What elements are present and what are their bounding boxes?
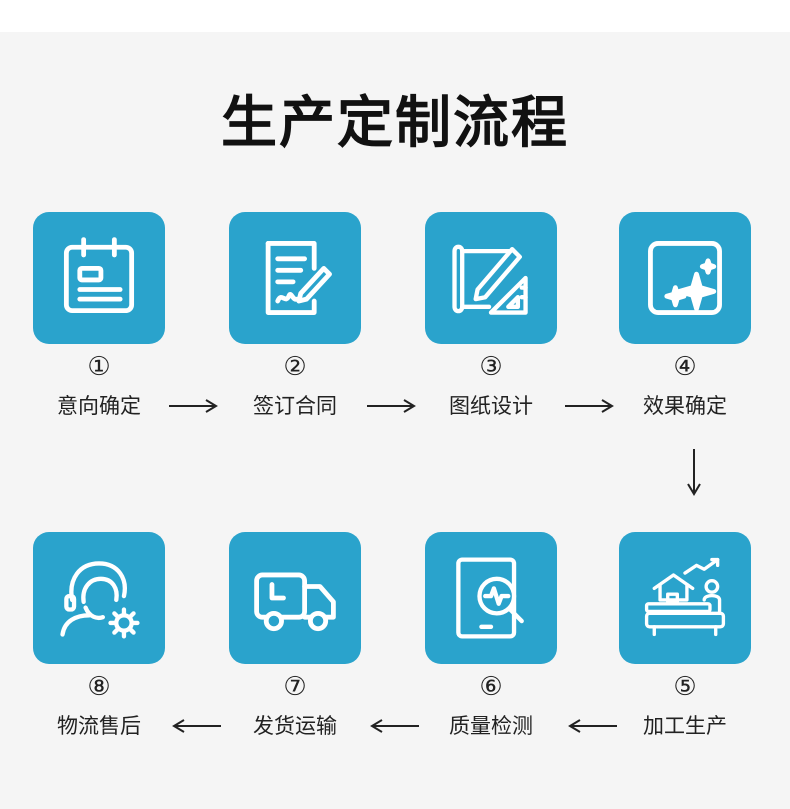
step-2-label: 签订合同 <box>253 394 337 418</box>
step-3-number: ③ <box>479 352 503 382</box>
step-2-tile <box>229 212 361 344</box>
calendar-document-icon <box>63 237 135 314</box>
page-title: 生产定制流程 <box>221 91 569 156</box>
arrow-left-icon <box>568 719 617 733</box>
step-5-tile <box>619 532 751 664</box>
step-2-number: ② <box>283 352 307 382</box>
signed-contract-icon <box>265 241 332 315</box>
step-8-tile <box>33 532 165 664</box>
arrow-left-icon <box>370 719 419 733</box>
step-7-tile <box>229 532 361 664</box>
quality-inspection-icon <box>456 557 524 639</box>
step-1-number: ① <box>87 352 111 382</box>
step-3-label: 图纸设计 <box>449 394 533 418</box>
step-6-number: ⑥ <box>479 672 503 702</box>
step-4-label: 效果确定 <box>643 394 727 418</box>
step-3-tile <box>425 212 557 344</box>
arrow-right-icon <box>169 399 218 413</box>
step-7-label: 发货运输 <box>253 714 337 738</box>
step-7-number: ⑦ <box>283 672 307 702</box>
step-4-tile <box>619 212 751 344</box>
step-5-number: ⑤ <box>673 672 697 702</box>
sparkle-preview-icon <box>648 241 722 315</box>
arrow-right-icon <box>565 399 614 413</box>
background-panel <box>0 32 790 809</box>
step-8-number: ⑧ <box>87 672 111 702</box>
step-6-label: 质量检测 <box>449 714 533 738</box>
arrow-left-icon <box>172 719 221 733</box>
blueprint-design-icon <box>452 244 528 315</box>
factory-production-icon <box>644 557 726 637</box>
step-6-tile <box>425 532 557 664</box>
delivery-truck-icon <box>254 572 336 632</box>
step-1-tile <box>33 212 165 344</box>
step-8-label: 物流售后 <box>57 714 141 738</box>
arrow-down-icon <box>687 449 701 496</box>
step-4-number: ④ <box>673 352 697 382</box>
step-1-label: 意向确定 <box>57 394 141 418</box>
arrow-right-icon <box>367 399 416 413</box>
customer-service-icon <box>60 561 140 639</box>
step-5-label: 加工生产 <box>643 714 727 738</box>
